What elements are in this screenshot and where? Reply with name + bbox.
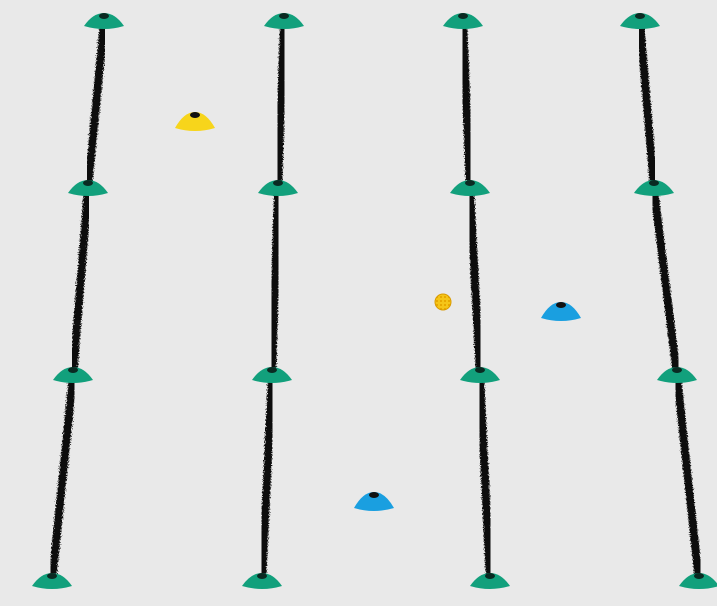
grid-cone bbox=[258, 180, 298, 196]
blue-cone-1[interactable] bbox=[541, 302, 581, 321]
grid-line-vertical bbox=[677, 376, 699, 582]
grid-line-vertical bbox=[470, 189, 480, 376]
ball[interactable] bbox=[435, 294, 451, 310]
yellow-cone[interactable] bbox=[175, 112, 215, 131]
grid-line-vertical bbox=[640, 22, 654, 189]
board-pieces bbox=[175, 112, 581, 511]
blue-cone-2[interactable] bbox=[354, 492, 394, 511]
grid-cone bbox=[450, 180, 490, 196]
grid-line-vertical bbox=[52, 376, 73, 582]
grid-cone bbox=[84, 13, 124, 29]
grid-line-vertical bbox=[480, 376, 490, 582]
grid-line-vertical bbox=[463, 22, 470, 189]
grid-cone bbox=[470, 573, 510, 589]
grid-line-vertical bbox=[88, 22, 104, 189]
grid-line-vertical bbox=[654, 189, 677, 376]
grid-cone bbox=[264, 13, 304, 29]
grid-cone bbox=[634, 180, 674, 196]
grid-cone bbox=[679, 573, 717, 589]
grid-cone bbox=[252, 367, 292, 383]
grid-cone bbox=[53, 367, 93, 383]
grid-line-vertical bbox=[73, 189, 88, 376]
grid-cone bbox=[620, 13, 660, 29]
grid-cone bbox=[657, 367, 697, 383]
grid-cone bbox=[32, 573, 72, 589]
grid-line-vertical bbox=[278, 22, 284, 189]
grid-cone bbox=[443, 13, 483, 29]
grid-line-vertical bbox=[272, 189, 278, 376]
grid-cone bbox=[460, 367, 500, 383]
grid-cone bbox=[242, 573, 282, 589]
grid-cone bbox=[68, 180, 108, 196]
grid-line-vertical bbox=[262, 376, 272, 582]
